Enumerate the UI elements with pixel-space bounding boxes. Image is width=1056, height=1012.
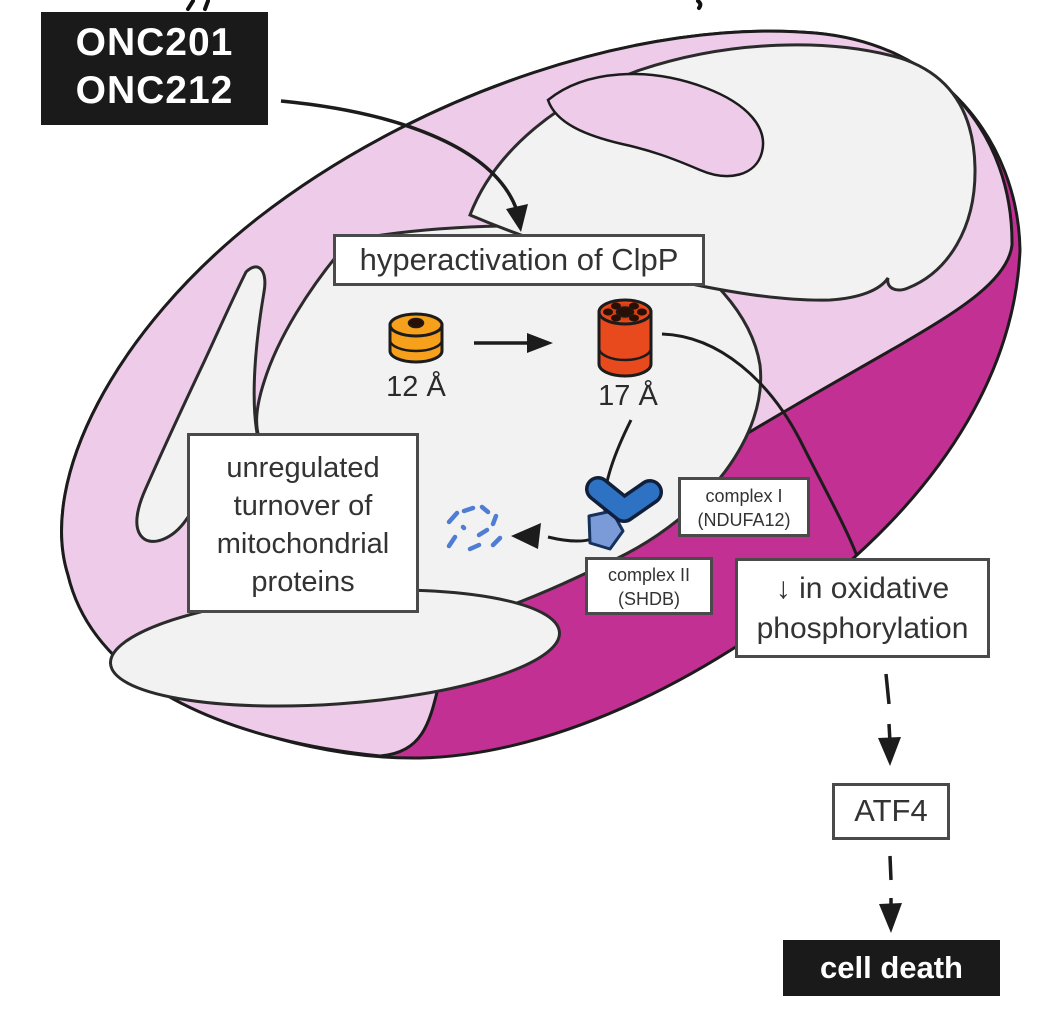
complex-ii-subunit: (SHDB) [618, 589, 680, 609]
clpp-closed-icon [388, 312, 444, 364]
clpp-open-icon [597, 298, 653, 378]
complex-i-label: complex I (NDUFA12) [678, 477, 810, 537]
cropped-caption-remnant [186, 0, 703, 11]
drug-name-onc201: ONC201 [75, 21, 234, 64]
hyperactivation-label: hyperactivation of ClpP [333, 234, 705, 286]
open-pore-size-label: 17 Å [598, 380, 658, 412]
atf4-to-celldeath-arrow [879, 855, 902, 933]
drug-name-onc212: ONC212 [75, 69, 234, 112]
cell-death-label: cell death [783, 940, 1000, 996]
cristae-fold-hook [546, 72, 765, 178]
complex-i-name: complex I [705, 486, 783, 506]
complex-i-protein-icon [585, 476, 663, 523]
complex-i-subunit: (NDUFA12) [697, 510, 791, 530]
closed-to-open-arrow [474, 333, 553, 353]
clpp-to-oxphos-curve [661, 332, 859, 557]
complex-ii-name: complex II [607, 565, 691, 585]
closed-pore-size-label: 12 Å [386, 371, 446, 403]
degraded-protein-fragments-icon [446, 504, 503, 552]
unregulated-turnover-label: unregulated turnover of mitochondrial pr… [187, 433, 419, 613]
onc-to-clpp-arrow [280, 99, 528, 232]
atf4-label: ATF4 [832, 783, 950, 840]
drug-label-box: ONC201 ONC212 [41, 12, 268, 125]
complex-ii-label: complex II (SHDB) [585, 557, 713, 615]
oxphos-decrease-label: ↓ in oxidative phosphorylation [735, 558, 990, 658]
oxphos-to-atf4-arrow [878, 673, 901, 766]
